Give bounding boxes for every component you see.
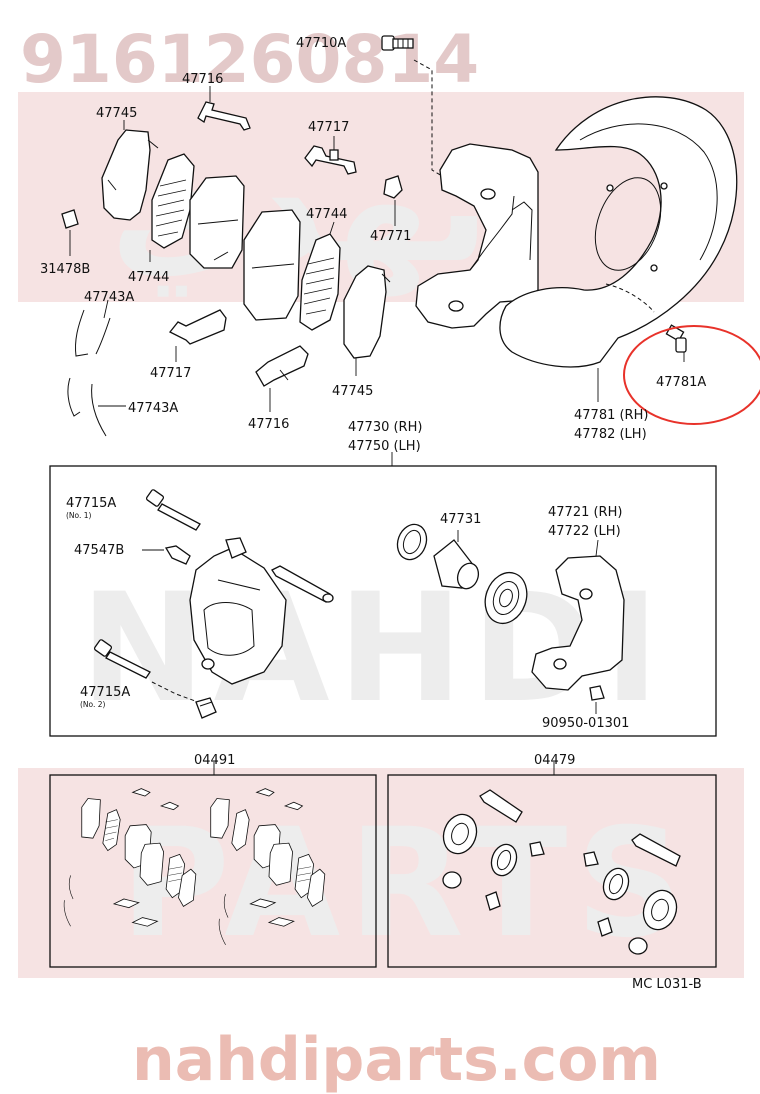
piston-47731 [433, 530, 480, 590]
label-47710A: 47710A [296, 36, 346, 51]
highlight-ring-47781A [623, 325, 760, 425]
piston-boot [484, 571, 528, 625]
label-47717-top: 47717 [308, 120, 349, 135]
label-47715A-no2: 47715A [80, 685, 130, 700]
pad-backing-plate-mid [243, 209, 301, 321]
label-47721-rh: 47721 (RH) [548, 505, 622, 520]
bolt-47715A-no1 [145, 489, 201, 531]
label-31478B: 31478B [40, 262, 90, 277]
label-47745-bottom: 47745 [332, 384, 373, 399]
label-47716-top: 47716 [182, 72, 223, 87]
bolt-47710A [381, 35, 463, 189]
clip-47717-top [304, 136, 357, 175]
caliper-box-frame [49, 465, 717, 737]
shim-47745-bottom [343, 265, 391, 376]
caliper-bracket-47721 [531, 539, 625, 691]
label-47744-left: 47744 [128, 270, 169, 285]
spring-47771 [383, 175, 403, 226]
label-90950-01301: 90950-01301 [542, 716, 629, 731]
label-47782-lh: 47782 (LH) [574, 427, 647, 442]
label-47743A-bottom: 47743A [128, 401, 178, 416]
piston-seal-ring [396, 523, 428, 561]
label-47722-lh: 47722 (LH) [548, 524, 621, 539]
wear-indicator-47743A-bottom [67, 377, 126, 437]
label-47715A-no1: 47715A [66, 496, 116, 511]
boot-small [195, 697, 217, 719]
cap-90950-01301 [589, 685, 605, 714]
label-kit-04479: 04479 [534, 753, 575, 768]
boot-31478B [61, 209, 79, 256]
bolt-47715A-no2 [93, 639, 199, 703]
wear-indicator-47743A-top [75, 299, 111, 357]
seal-kit-frame [387, 774, 717, 968]
label-47715A-no2-note: (No. 2) [80, 700, 106, 709]
caliper-mounting-bracket [415, 143, 539, 329]
label-47781-rh: 47781 (RH) [574, 408, 648, 423]
label-47744-mid: 47744 [306, 207, 347, 222]
pad-backing-plate-left [189, 175, 245, 269]
clip-47717-bottom [168, 309, 227, 362]
upper-exploded-view [61, 35, 760, 437]
label-47750-lh: 47750 (LH) [348, 439, 421, 454]
label-kit-04491: 04491 [194, 753, 235, 768]
bleeder-47547B [142, 545, 191, 565]
shim-47745-top [101, 120, 159, 221]
seal-kit-box [387, 762, 717, 968]
shim-clip-47716-top [197, 86, 251, 131]
diagram-code: MC L031-B [632, 977, 702, 992]
label-47730-rh: 47730 (RH) [348, 420, 422, 435]
label-47781A: 47781A [656, 375, 706, 390]
brake-pad-47744-mid [299, 221, 341, 331]
shim-clip-47716-bottom [255, 345, 309, 412]
label-47771: 47771 [370, 229, 411, 244]
caliper-assembly-box [49, 452, 717, 737]
brake-pad-47744-left [149, 153, 195, 262]
caliper-body [189, 537, 287, 685]
label-47717-bottom: 47717 [150, 366, 191, 381]
pad-kit-frame [49, 774, 377, 968]
part-labels: 47710A 47716 47745 47717 47744 47771 314… [40, 36, 706, 992]
label-47716-bottom: 47716 [248, 417, 289, 432]
label-47547B: 47547B [74, 543, 124, 558]
watermark-part-number: 9161260814 [20, 21, 479, 98]
guide-pin [271, 565, 334, 603]
dust-shield-47781 [499, 96, 738, 402]
bolt-47781A [665, 324, 687, 362]
label-47745-top: 47745 [96, 106, 137, 121]
seal-kit-parts [442, 789, 681, 955]
label-47731: 47731 [440, 512, 481, 527]
watermark-site: nahdiparts.com [132, 1025, 661, 1094]
label-47715A-no1-note: (No. 1) [66, 511, 92, 520]
label-47743A-top: 47743A [84, 290, 134, 305]
pad-kit-box [49, 762, 377, 968]
